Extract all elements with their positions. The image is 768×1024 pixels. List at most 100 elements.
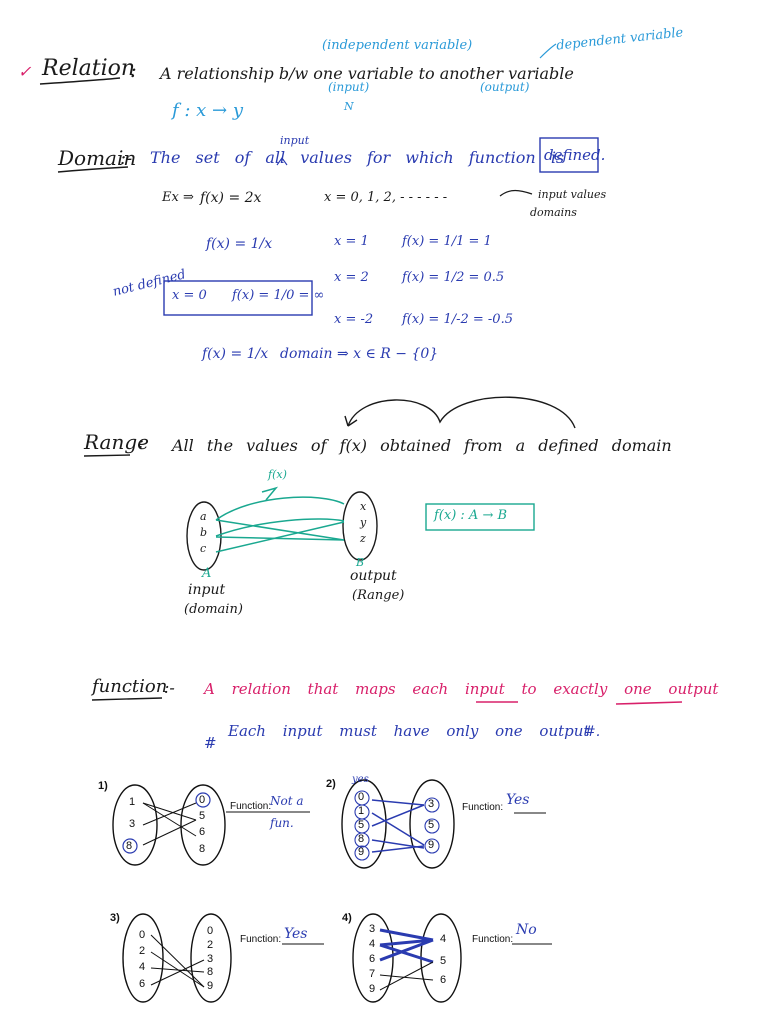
range-label: (Range)	[352, 588, 405, 603]
domain-line-text: domain ⇒ x ∈ R − {0}	[280, 346, 439, 362]
range-fx-label: f(x)	[268, 468, 287, 481]
relation-colon: :	[130, 58, 137, 82]
range-heading: Range	[84, 430, 149, 454]
ex4-answer: No	[516, 922, 537, 938]
ex2-left-2: 1	[358, 805, 365, 817]
domain-colon: :-	[120, 148, 133, 169]
ex3-left-1: 0	[139, 929, 146, 941]
independent-note: (independent variable)	[322, 38, 473, 53]
ex3-right-2: 2	[207, 939, 214, 951]
boxed-x-value: x = 0	[172, 288, 207, 303]
function-underline	[91, 697, 163, 701]
domain-label: (domain)	[184, 602, 243, 617]
domain-line-function: f(x) = 1/x	[202, 346, 269, 362]
ex4-number: 4)	[342, 912, 352, 924]
ex3-left-4: 6	[139, 978, 146, 990]
left-item-c: c	[200, 542, 207, 555]
set-a-label: A	[202, 566, 212, 581]
domain-definition: The set of all values for which function…	[150, 148, 565, 167]
ex1-left-3: 8	[126, 840, 133, 852]
ex3-right-3: 3	[207, 953, 214, 965]
range-colon: :	[138, 432, 145, 453]
check-bullet: ✓	[18, 62, 32, 81]
row-1-x: x = 1	[334, 234, 369, 249]
ex4-left-4: 7	[369, 968, 376, 980]
ex3-left-3: 4	[139, 961, 146, 973]
output-label: output	[350, 568, 397, 584]
relation-definition: A relationship b/w one variable to anoth…	[160, 64, 574, 83]
function-note: Each input must have only one output	[228, 722, 590, 740]
left-item-a: a	[200, 510, 207, 523]
ex2-right-3: 9	[428, 839, 435, 851]
boxed-f-value: f(x) = 1/0 = ∞	[232, 288, 325, 303]
defined-word: defined.	[544, 146, 606, 164]
ex3-right-5: 9	[207, 980, 214, 992]
relation-n-mark: N	[344, 100, 354, 113]
ex1-left-2: 3	[129, 818, 136, 830]
ex3-right-1: 0	[207, 925, 214, 937]
row-2-f: f(x) = 1/2 = 0.5	[402, 270, 505, 285]
row-2-x: x = 2	[334, 270, 369, 285]
domain-underline	[57, 166, 129, 173]
left-item-b: b	[200, 526, 208, 539]
ex1-right-3: 6	[199, 826, 206, 838]
relation-underline	[39, 77, 121, 85]
ex2-left-1: 0	[358, 791, 365, 803]
ex2-function-label: Function:	[462, 802, 504, 813]
relation-output-note: (output)	[480, 80, 530, 94]
ex3-number: 3)	[110, 912, 120, 924]
function-definition: A relation that maps each input to exact…	[204, 680, 719, 698]
defined-box	[539, 137, 599, 173]
ex1-right-1: 0	[199, 794, 206, 806]
row-1-f: f(x) = 1/1 = 1	[402, 234, 492, 249]
row-3-x: x = -2	[334, 312, 374, 327]
ex3-left-2: 2	[139, 945, 146, 957]
ex1-answer: Not a fun.	[270, 794, 304, 830]
ex4-left-2: 4	[369, 938, 376, 950]
ex3-function-label: Function:	[240, 934, 282, 945]
map-box	[425, 503, 535, 531]
domain-input-note: input	[280, 134, 310, 147]
set-b-oval	[342, 491, 378, 561]
ex2-right-1: 3	[428, 798, 435, 810]
ex2-left-4: 8	[358, 833, 365, 845]
ex4-function-label: Function:	[472, 934, 514, 945]
ex1-function-label: Function:	[230, 801, 272, 812]
ex2-number: 2)	[326, 778, 336, 790]
one-output-underline	[615, 701, 683, 705]
relation-heading: Relation	[42, 56, 136, 81]
relation-input-note: (input)	[328, 80, 370, 94]
function-note-symbol: #	[204, 734, 217, 752]
range-underline	[83, 454, 131, 457]
ex1-right-4: 8	[199, 843, 206, 855]
ex4-left-1: 3	[369, 923, 376, 935]
right-item-x: x	[360, 500, 367, 513]
dependent-arrow	[539, 43, 557, 59]
domain-heading: Domain	[58, 146, 137, 170]
input-values-note: input values	[538, 188, 607, 201]
ex3-right-4: 8	[207, 966, 214, 978]
ex4-right-1: 4	[440, 933, 447, 945]
ex2-left-3: 5	[358, 819, 365, 831]
range-curve-arrow	[347, 396, 576, 429]
input-values-arrow	[499, 189, 533, 197]
function-heading: function	[92, 676, 168, 697]
ex4-right-3: 6	[440, 974, 447, 986]
example-prefix: Ex ⇒	[162, 190, 194, 205]
range-mapping-arrows	[215, 486, 345, 553]
example-values: x = 0, 1, 2, - - - - - -	[324, 190, 448, 205]
not-defined-box	[163, 280, 313, 316]
range-definition: All the values of f(x) obtained from a d…	[172, 436, 672, 455]
ex4-left-3: 6	[369, 953, 376, 965]
function-note-end: #.	[584, 724, 601, 740]
ex3-answer: Yes	[284, 926, 308, 942]
ex1-left-1: 1	[129, 796, 136, 808]
ex2-answer: Yes	[506, 792, 530, 808]
boxed-mapping: f(x) : A → B	[434, 508, 508, 523]
set-a-oval	[186, 501, 222, 571]
right-item-z: z	[360, 532, 366, 545]
ex1-right-2: 5	[199, 810, 206, 822]
ex4-left-5: 9	[369, 983, 376, 995]
right-item-y: y	[360, 516, 367, 529]
